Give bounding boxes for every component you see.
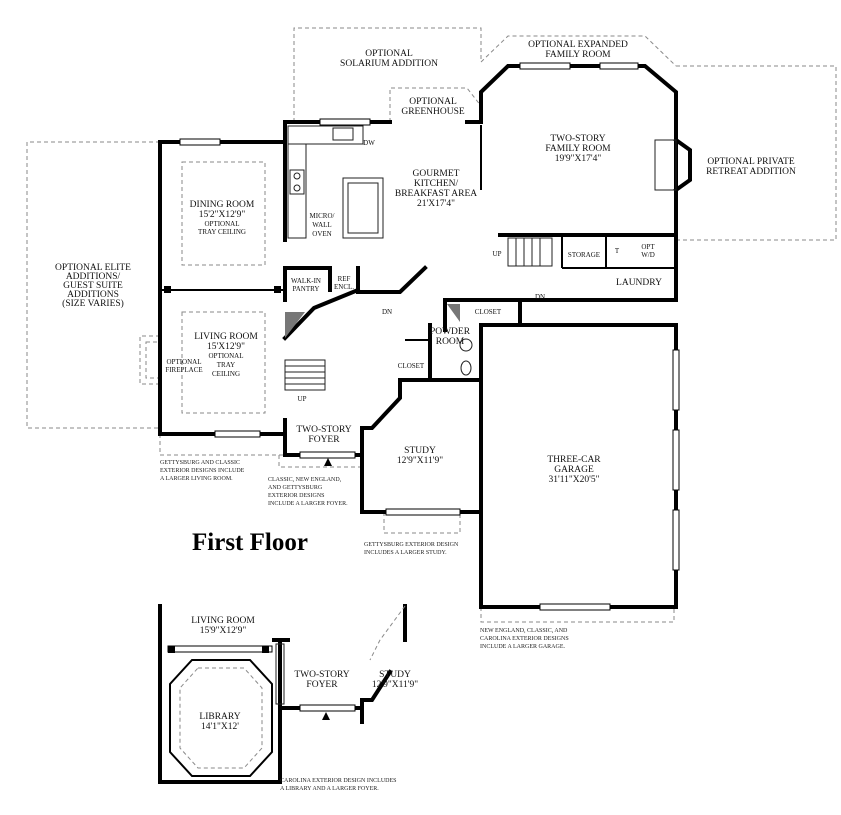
- range: [289, 169, 305, 195]
- dining-tray-outline: [181, 161, 266, 266]
- kitchen-counter: [287, 125, 364, 145]
- walls: [158, 62, 692, 611]
- floor-title: First Floor: [192, 529, 308, 556]
- dw-label: DW: [363, 139, 375, 147]
- fireplace-outline: [139, 335, 160, 385]
- carolina-plan: [158, 604, 407, 784]
- toilet: [460, 360, 472, 376]
- foyer-stairs: [284, 304, 460, 391]
- expanded-family-outline: [480, 35, 677, 67]
- kitchen-island: [342, 177, 384, 239]
- larger-garage-outline: [480, 607, 675, 623]
- greenhouse-outline: [389, 87, 482, 122]
- fireplace-hearth: [145, 341, 161, 379]
- dn-label-stairs: DN: [382, 308, 392, 316]
- up-label-foyer: UP: [298, 395, 307, 403]
- library-octagon: [169, 659, 273, 777]
- retreat-outline: [676, 65, 837, 241]
- t-label: T: [615, 247, 620, 255]
- solarium-outline: [293, 27, 482, 122]
- storage-label: STORAGE: [568, 251, 600, 259]
- powder-sink: [459, 338, 473, 352]
- laundry-label: LAUNDRY: [616, 278, 662, 288]
- larger-study-outline: [383, 512, 461, 534]
- up-label-rear: UP: [493, 250, 502, 258]
- elite-addition-outline: [26, 141, 160, 429]
- larger-foyer-outline: [278, 455, 362, 468]
- closet-label-2: CLOSET: [398, 362, 425, 370]
- dn-label-garage: DN: [535, 293, 545, 301]
- living-tray-outline: [181, 311, 266, 414]
- rear-stairs: [507, 237, 553, 267]
- closet-label-1: CLOSET: [475, 308, 502, 316]
- sink: [332, 127, 354, 141]
- entry-arrow: [324, 458, 332, 466]
- family-fireplace: [673, 137, 692, 193]
